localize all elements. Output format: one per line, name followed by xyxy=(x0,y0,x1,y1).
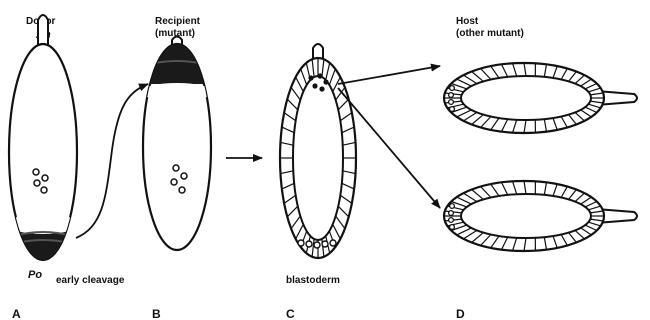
host-top-inner-outline xyxy=(461,76,591,120)
posterior-pole-label: Po xyxy=(28,269,42,281)
transplanted-pole-plasm xyxy=(140,40,220,101)
host-subtitle: (other mutant) xyxy=(456,28,524,39)
host-title: Host xyxy=(456,16,479,27)
panel-label-a: A xyxy=(12,307,21,320)
panel-label-b: B xyxy=(152,307,161,320)
arrow-to-host-top xyxy=(338,66,440,84)
blastoderm-inner-outline xyxy=(293,76,343,240)
transfer-arrow xyxy=(76,84,148,238)
host-bottom-inner-outline xyxy=(461,194,591,238)
blastoderm-caption: blastoderm xyxy=(286,275,340,286)
host-embryo-bottom xyxy=(444,181,637,251)
host-embryo-top xyxy=(444,63,637,133)
donor-micropyle xyxy=(38,15,48,46)
panel-label-c: C xyxy=(286,307,295,320)
blastoderm-embryo: blastoderm C xyxy=(280,44,356,320)
recipient-embryo: Recipient (mutant) B xyxy=(140,16,220,320)
stage-caption-early-cleavage: early cleavage xyxy=(56,275,125,286)
panel-label-d: D xyxy=(456,307,465,320)
donor-embryo: Donor An Po early cleavage A xyxy=(5,15,125,320)
recipient-title: Recipient xyxy=(155,16,201,27)
